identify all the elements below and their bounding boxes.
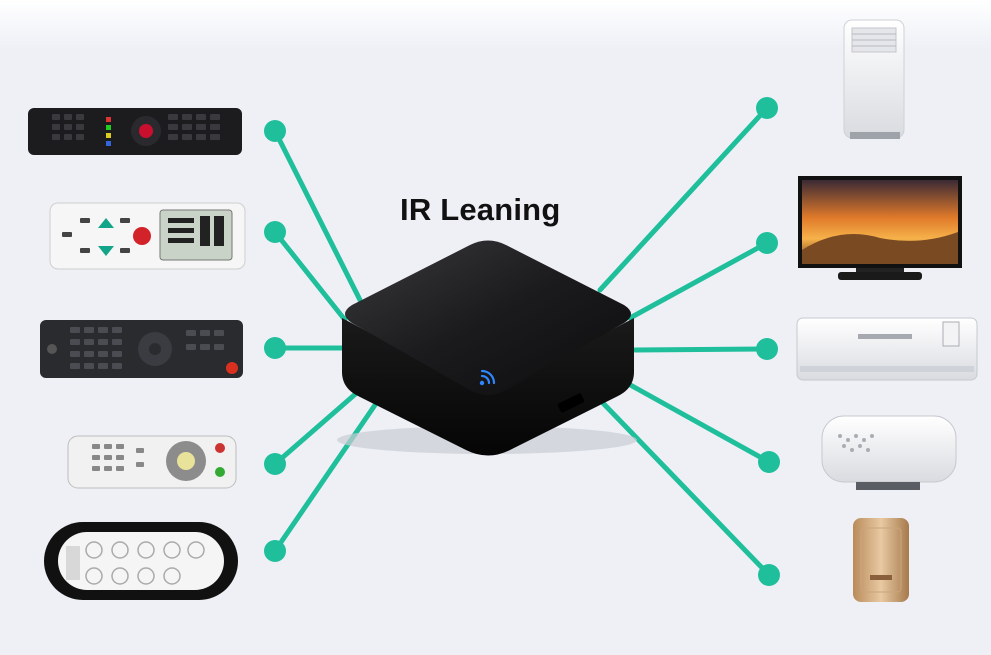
connector-line xyxy=(622,379,772,465)
portable-ac-icon xyxy=(843,19,905,139)
connector-line xyxy=(272,387,363,467)
connector-line xyxy=(597,105,770,293)
water-heater-icon xyxy=(821,415,957,490)
connector-lines xyxy=(272,105,772,578)
ac-remote-icon xyxy=(49,202,246,270)
page-title: IR Leaning xyxy=(400,192,561,227)
air-purifier-icon xyxy=(853,518,909,602)
connector-dot xyxy=(756,232,778,254)
connector-dot xyxy=(758,451,780,473)
connector-dot xyxy=(264,221,286,243)
connector-dot xyxy=(264,337,286,359)
connector-dot xyxy=(264,453,286,475)
tv-remote-icon xyxy=(28,108,242,155)
top-highlight xyxy=(0,0,991,50)
stb-remote-icon xyxy=(40,320,243,378)
connector-line xyxy=(272,128,363,303)
dvd-remote-icon xyxy=(67,435,237,489)
connector-line xyxy=(632,346,770,353)
tv-icon xyxy=(798,176,962,280)
usb-port xyxy=(557,393,585,413)
small-remote-icon xyxy=(44,522,238,600)
connector-dot xyxy=(756,97,778,119)
ir-blaster-hub xyxy=(337,240,637,456)
split-ac-icon xyxy=(796,317,978,381)
connector-line xyxy=(627,240,770,321)
connector-dot xyxy=(264,540,286,562)
connector-line xyxy=(272,229,348,323)
connector-dots xyxy=(264,97,780,586)
connector-dot xyxy=(756,338,778,360)
connector-dot xyxy=(264,120,286,142)
connector-dot xyxy=(758,564,780,586)
connector-line xyxy=(272,402,378,554)
connector-line xyxy=(597,397,772,578)
wifi-signal-icon xyxy=(479,369,496,386)
